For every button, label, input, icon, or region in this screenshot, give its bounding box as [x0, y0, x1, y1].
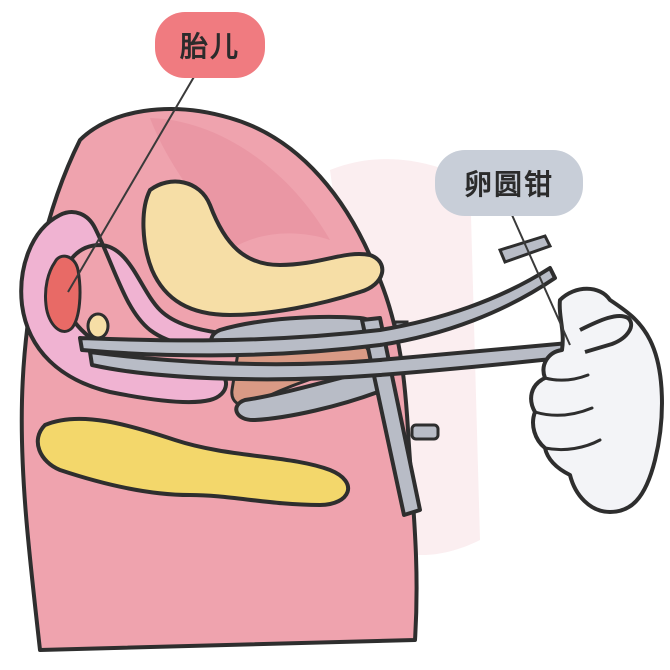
glove-finger-lines [533, 373, 602, 452]
forceps-jaw-top [497, 234, 553, 264]
bone-lower [35, 416, 351, 507]
leader-line-fetus [67, 69, 199, 293]
leader-line-forceps [511, 214, 571, 346]
fetus-label: 胎儿 [155, 12, 265, 78]
forceps-label: 卵圆钳 [435, 150, 583, 216]
glove-thumb [579, 313, 634, 354]
body-upper-shading [150, 118, 330, 250]
cervix-opening [86, 312, 110, 340]
speculum-lock [410, 423, 440, 441]
fetus [44, 254, 82, 333]
bone-sacrum [141, 179, 385, 317]
forceps-upper-rod [78, 266, 557, 358]
gloved-hand [529, 286, 664, 514]
